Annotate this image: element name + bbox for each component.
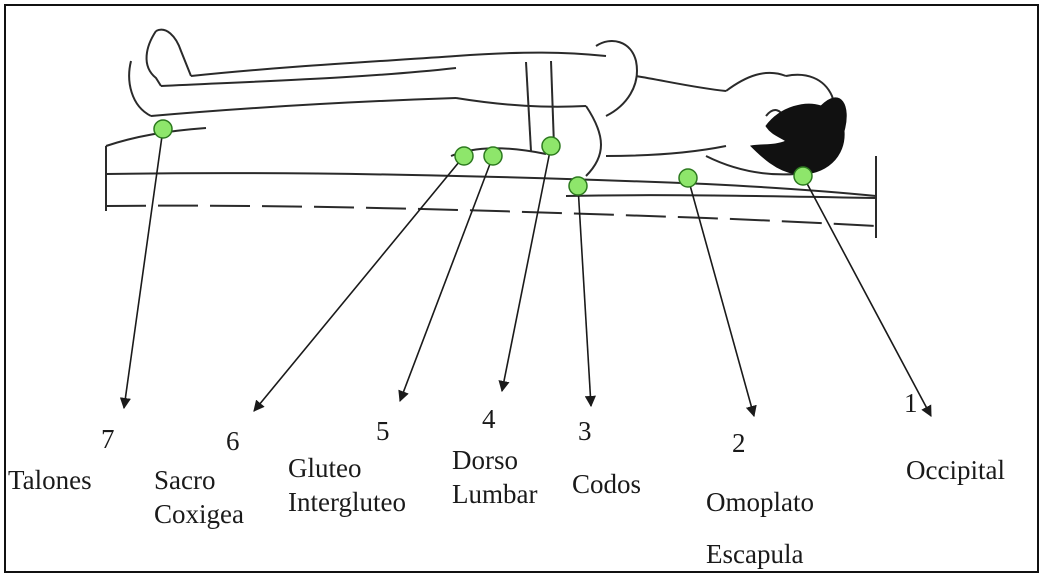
leader-arrow-6 <box>254 156 464 411</box>
hair <box>751 98 846 174</box>
pressure-point-marker-7 <box>154 120 172 138</box>
leader-arrow-2 <box>688 178 754 416</box>
point-label-3: Codos <box>572 468 641 502</box>
mattress <box>106 128 876 238</box>
point-number-6: 6 <box>226 426 240 457</box>
point-number-5: 5 <box>376 416 390 447</box>
pressure-point-marker-4 <box>542 137 560 155</box>
leader-arrow-3 <box>578 186 591 406</box>
point-label-7: Talones <box>8 464 92 498</box>
pressure-point-marker-6 <box>455 147 473 165</box>
point-number-7: 7 <box>101 424 115 455</box>
leader-arrow-4 <box>502 146 551 391</box>
leader-arrow-7 <box>124 129 163 408</box>
patient-figure <box>129 30 834 176</box>
point-number-4: 4 <box>482 404 496 435</box>
leader-arrow-5 <box>400 156 493 401</box>
pressure-point-marker-2 <box>679 169 697 187</box>
pressure-point-marker-5 <box>484 147 502 165</box>
point-number-1: 1 <box>904 388 918 419</box>
point-number-2: 2 <box>732 428 746 459</box>
point-label-1: Occipital <box>906 454 1005 488</box>
point-number-3: 3 <box>578 416 592 447</box>
pressure-point-marker-3 <box>569 177 587 195</box>
pressure-point-marker-1 <box>794 167 812 185</box>
leader-arrow-1 <box>803 176 931 416</box>
